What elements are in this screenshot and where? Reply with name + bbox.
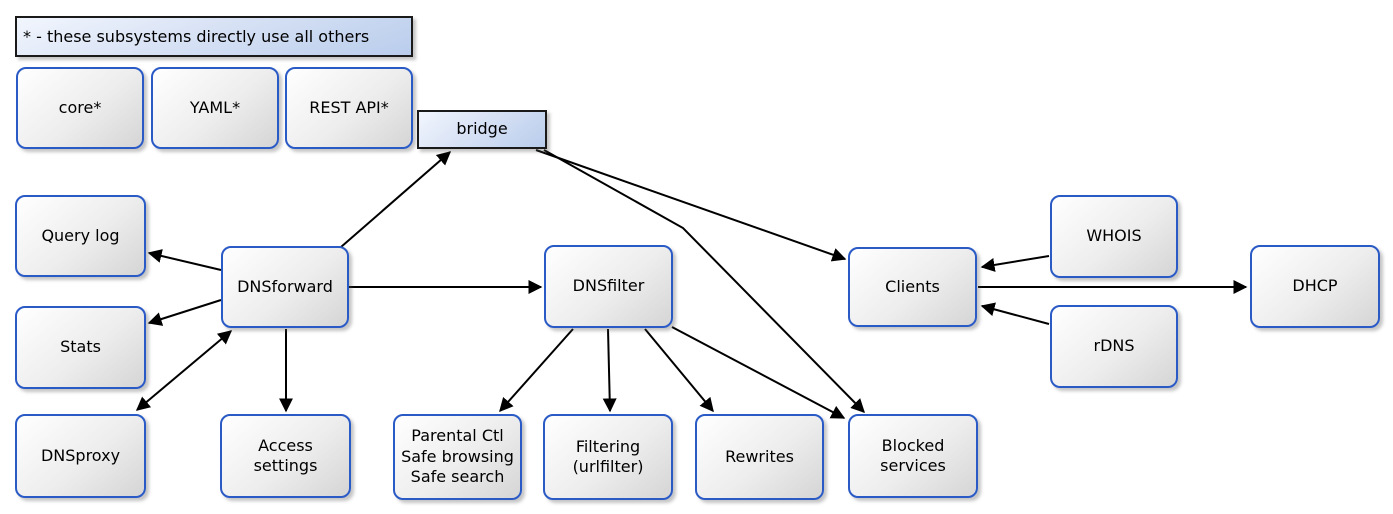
node-label-dnsproxy: DNSproxy	[40, 445, 121, 465]
node-label-yaml: YAML*	[189, 97, 241, 117]
node-clients: Clients	[848, 247, 977, 327]
edge-dnsfilter-rewrites	[644, 328, 714, 413]
node-blocked: Blocked services	[848, 414, 978, 498]
legend-box: * - these subsystems directly use all ot…	[15, 16, 413, 57]
node-restapi: REST API*	[285, 67, 413, 149]
node-label-access: Access settings	[253, 435, 318, 475]
node-label-restapi: REST API*	[309, 97, 389, 117]
node-dnsforward: DNSforward	[221, 246, 349, 328]
node-label-urlfilter: Filtering (urlfilter)	[572, 436, 644, 476]
node-label-dnsfilter: DNSfilter	[572, 276, 645, 296]
edge-dnsfilter-parental	[499, 328, 574, 413]
node-core: core*	[16, 67, 144, 149]
node-stats: Stats	[15, 306, 146, 389]
node-label-blocked: Blocked services	[880, 435, 946, 475]
edge-dnsforward-dnsproxy	[135, 330, 233, 411]
edge-dnsforward-stats	[147, 299, 222, 326]
node-label-rdns: rDNS	[1093, 336, 1135, 356]
edge-dnsforward-bridge	[340, 151, 452, 248]
node-dnsproxy: DNSproxy	[15, 414, 146, 498]
node-label-dnsforward: DNSforward	[237, 276, 333, 296]
node-label-bridge: bridge	[456, 119, 508, 139]
node-bridge: bridge	[417, 110, 547, 149]
edge-bridge-blocked	[543, 149, 865, 413]
node-rewrites: Rewrites	[695, 414, 824, 500]
node-urlfilter: Filtering (urlfilter)	[543, 414, 673, 500]
node-label-clients: Clients	[885, 276, 940, 296]
node-dnsfilter: DNSfilter	[544, 245, 673, 328]
edge-dnsfilter-blocked	[671, 326, 846, 419]
edge-dnsforward-querylog	[147, 249, 222, 271]
edge-bridge-clients	[535, 149, 847, 262]
edge-rdns-clients	[980, 302, 1050, 325]
node-querylog: Query log	[15, 195, 146, 277]
node-label-core: core*	[58, 97, 102, 117]
edge-dnsfilter-urlfilter	[602, 328, 617, 413]
node-rdns: rDNS	[1050, 305, 1178, 388]
node-label-dhcp: DHCP	[1292, 276, 1338, 296]
node-dhcp: DHCP	[1250, 245, 1380, 328]
node-yaml: YAML*	[151, 67, 279, 149]
node-access: Access settings	[220, 414, 351, 498]
node-parental: Parental Ctl Safe browsing Safe search	[393, 414, 522, 500]
node-label-parental: Parental Ctl Safe browsing Safe search	[401, 426, 514, 487]
node-label-rewrites: Rewrites	[725, 446, 794, 466]
node-label-querylog: Query log	[41, 225, 120, 245]
node-label-whois: WHOIS	[1086, 226, 1142, 246]
node-label-stats: Stats	[60, 337, 101, 357]
node-whois: WHOIS	[1050, 195, 1178, 278]
legend-text: * - these subsystems directly use all ot…	[23, 27, 370, 46]
edge-whois-clients	[980, 255, 1050, 272]
